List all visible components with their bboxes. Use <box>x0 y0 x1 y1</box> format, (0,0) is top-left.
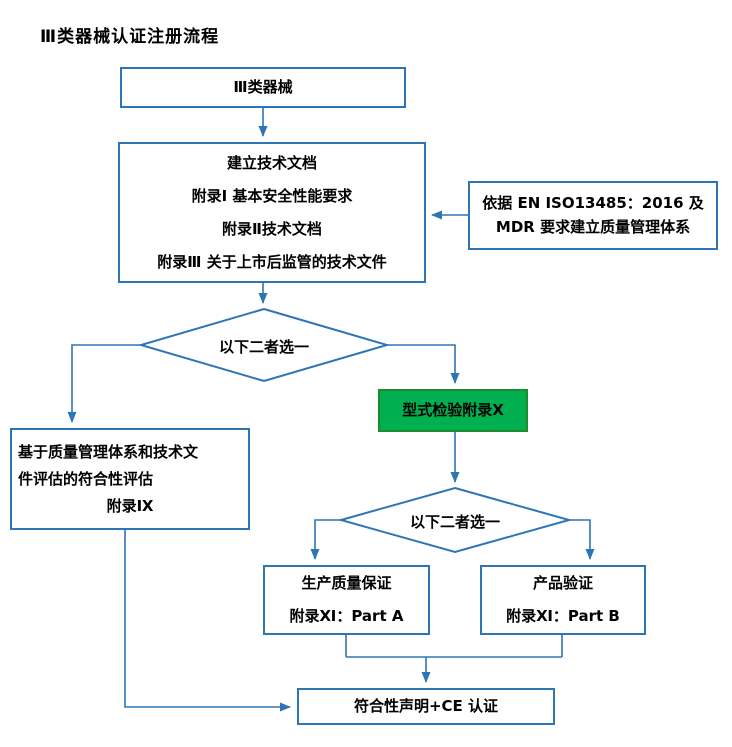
arrow-decision1-to-typetest <box>387 344 460 384</box>
decision2-label: 以下二者选一 <box>409 513 500 531</box>
decision1-diamond <box>137 307 391 383</box>
node-label: Ⅲ类器械 <box>233 77 293 96</box>
node-class-iii-device: Ⅲ类器械 <box>120 67 406 108</box>
node-label-line: 基于质量管理体系和技术文 <box>18 442 199 461</box>
node-label: 型式检验附录Ⅹ <box>402 400 504 419</box>
arrow-decision2-to-parta <box>310 519 341 560</box>
arrow-decision2-to-partb <box>569 519 595 560</box>
node-label-line: 产品验证 <box>532 574 593 592</box>
node-label-line: 建立技术文档 <box>226 153 317 172</box>
node-qms-requirement: 依据 EN ISO13485：2016 及 MDR 要求建立质量管理体系 <box>468 181 718 250</box>
node-label-line: 附录Ⅸ <box>106 496 154 515</box>
node-label-line: MDR 要求建立质量管理体系 <box>495 217 691 236</box>
decision1-label: 以下二者选一 <box>218 338 309 356</box>
node-label-line: 件评估的符合性评估 <box>18 469 154 488</box>
arrow-decision1-to-annex9 <box>67 344 141 423</box>
node-label: 符合性声明+CE 认证 <box>353 696 499 715</box>
node-label-line: 附录Ⅺ：Part A <box>289 607 404 625</box>
node-type-test-annex-x: 型式检验附录Ⅹ <box>378 389 528 432</box>
node-annex-ix: 基于质量管理体系和技术文 件评估的符合性评估 附录Ⅸ <box>10 428 250 530</box>
node-label-line: 生产质量保证 <box>301 574 392 592</box>
node-label-line: 依据 EN ISO13485：2016 及 <box>482 194 704 213</box>
node-annex-xi-part-b: 产品验证 附录Ⅺ：Part B <box>480 565 646 635</box>
decision2-diamond <box>337 486 573 554</box>
node-technical-documentation: 建立技术文档 附录Ⅰ 基本安全性能要求 附录Ⅱ技术文档 附录Ⅲ 关于上市后监管的… <box>118 142 426 283</box>
node-label-line: 附录Ⅰ 基本安全性能要求 <box>191 186 353 205</box>
node-declaration-ce: 符合性声明+CE 认证 <box>297 688 555 725</box>
node-label-line: 附录Ⅲ 关于上市后监管的技术文件 <box>157 252 387 271</box>
node-label-line: 附录Ⅺ：Part B <box>506 607 620 625</box>
node-label-line: 附录Ⅱ技术文档 <box>222 219 322 238</box>
node-annex-xi-part-a: 生产质量保证 附录Ⅺ：Part A <box>263 565 430 635</box>
page-title: Ⅲ类器械认证注册流程 <box>40 27 220 47</box>
arrow-annex9-to-final <box>124 530 291 712</box>
